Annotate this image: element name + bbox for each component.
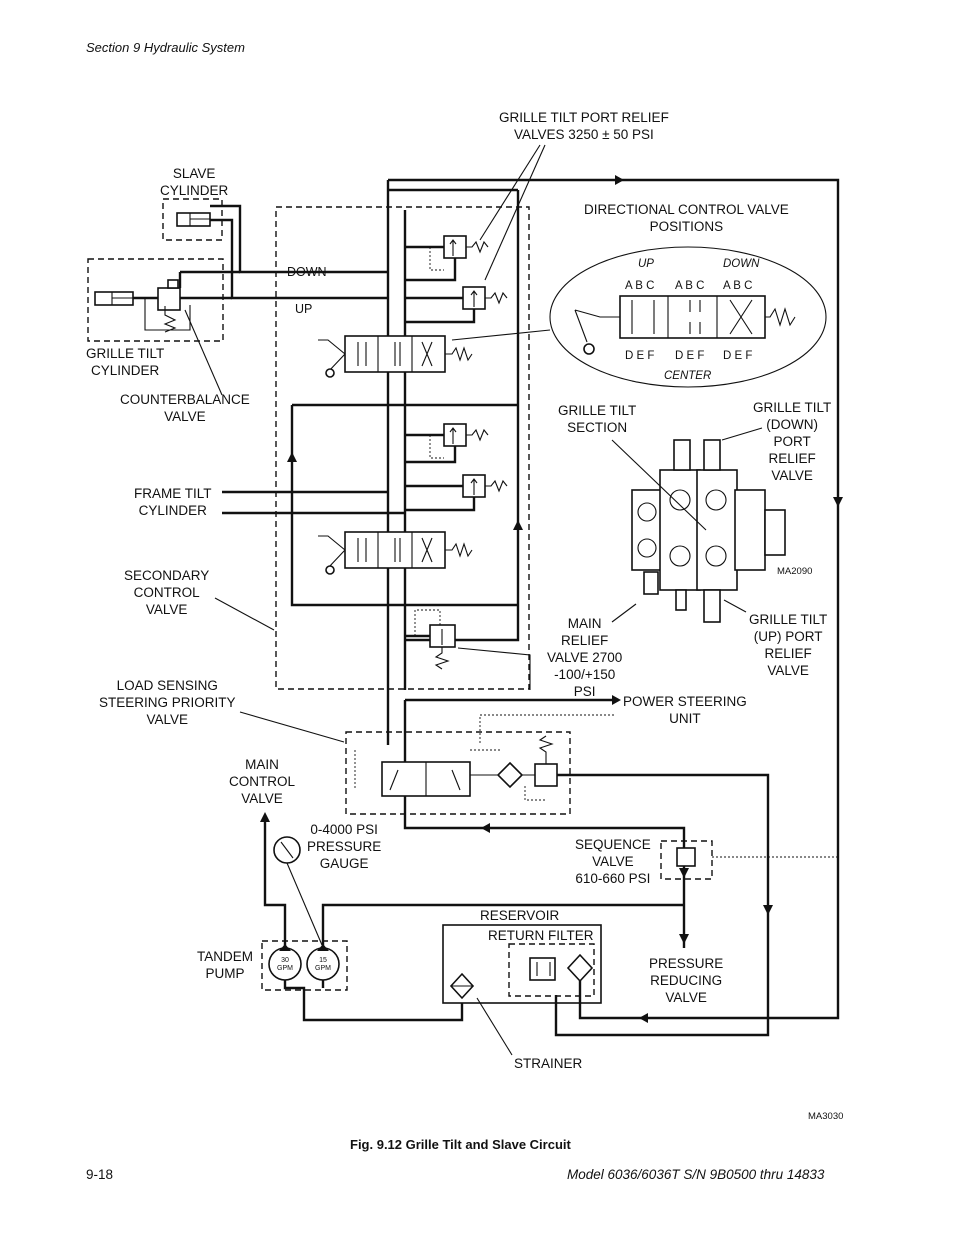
arrow-up-left [287,452,297,462]
dcv-down-label: DOWN [723,258,760,270]
section-header: Section 9 Hydraulic System [86,40,245,55]
dcv-bottom-ports-2: D E F [675,350,705,362]
dcv-top-ports-3: A B C [723,280,753,292]
main-control-line [263,818,287,948]
main-relief-leader [457,647,531,690]
priority-diamond [496,761,524,789]
dcv-spool [619,295,766,339]
ma3030-label: MA3030 [808,1111,844,1122]
figure-caption: Fig. 9.12 Grille Tilt and Slave Circuit [350,1137,571,1152]
arrow-down-right [833,497,843,507]
secondary-leader [214,597,275,631]
return-filter-box [508,943,595,997]
dcv-top-ports-1: A B C [625,280,655,292]
strainer-leader [476,997,513,1056]
return-line [554,918,770,1037]
model-footer: Model 6036/6036T S/N 9B0500 thru 14833 [567,1167,825,1182]
port-relief-1 [443,235,467,259]
up-label: UP [295,302,313,316]
dcv-bottom-ports-3: D E F [723,350,753,362]
down-relief-leader [721,427,763,441]
dcv-top-ports-2: A B C [675,280,705,292]
dcv-up-label: UP [638,258,654,270]
top-return-line [388,178,840,1020]
ma2090-label: MA2090 [777,566,813,577]
arrow-right-top [615,175,624,185]
up-relief-leader [723,599,747,613]
arrow-down-seq2 [679,868,689,878]
priority-check [534,763,558,787]
slave-line-1 [210,204,388,274]
reservoir-label: RESERVOIR [480,908,560,923]
dcv-bottom-ports-1: D E F [625,350,655,362]
dcv-center-label: CENTER [664,370,712,382]
arrow-left-bottom [639,1013,648,1023]
grille-tilt-section-leader [611,439,707,531]
arrow-right-steering [612,695,621,705]
page-number: 9-18 [86,1167,114,1182]
main-relief-pic-leader [611,603,637,623]
return-filter-label: RETURN FILTER [488,928,594,943]
priority-valve-box [345,731,571,815]
counterbalance-body [157,287,181,311]
arrow-up-main [260,812,270,822]
strainer-label: STRAINER [514,1056,583,1071]
arrow-down-steer [763,905,773,915]
port-relief-3 [443,423,467,447]
counterbalance-leader [184,309,223,396]
pump15-line [321,903,684,948]
sequence-valve-box [660,840,713,880]
dcv-leader [451,329,551,341]
valve-bank-enclosure [275,206,530,690]
grille-tilt-valve-picture [631,439,786,623]
port-relief-leader-1 [479,144,541,241]
arrow-up-right [513,520,523,530]
arrow-down-seq [679,934,689,944]
slave-line-2 [210,218,388,300]
port-relief-leader-2 [484,144,546,281]
arrow-left-seq [481,823,490,833]
grille-tilt-cylinder-box [87,258,224,342]
dcv-positions-ellipse [549,246,827,388]
down-label: DOWN [287,265,327,279]
sequence-valve [676,847,696,867]
tandem-pump-box [261,940,348,991]
load-sensing-leader [239,711,345,743]
